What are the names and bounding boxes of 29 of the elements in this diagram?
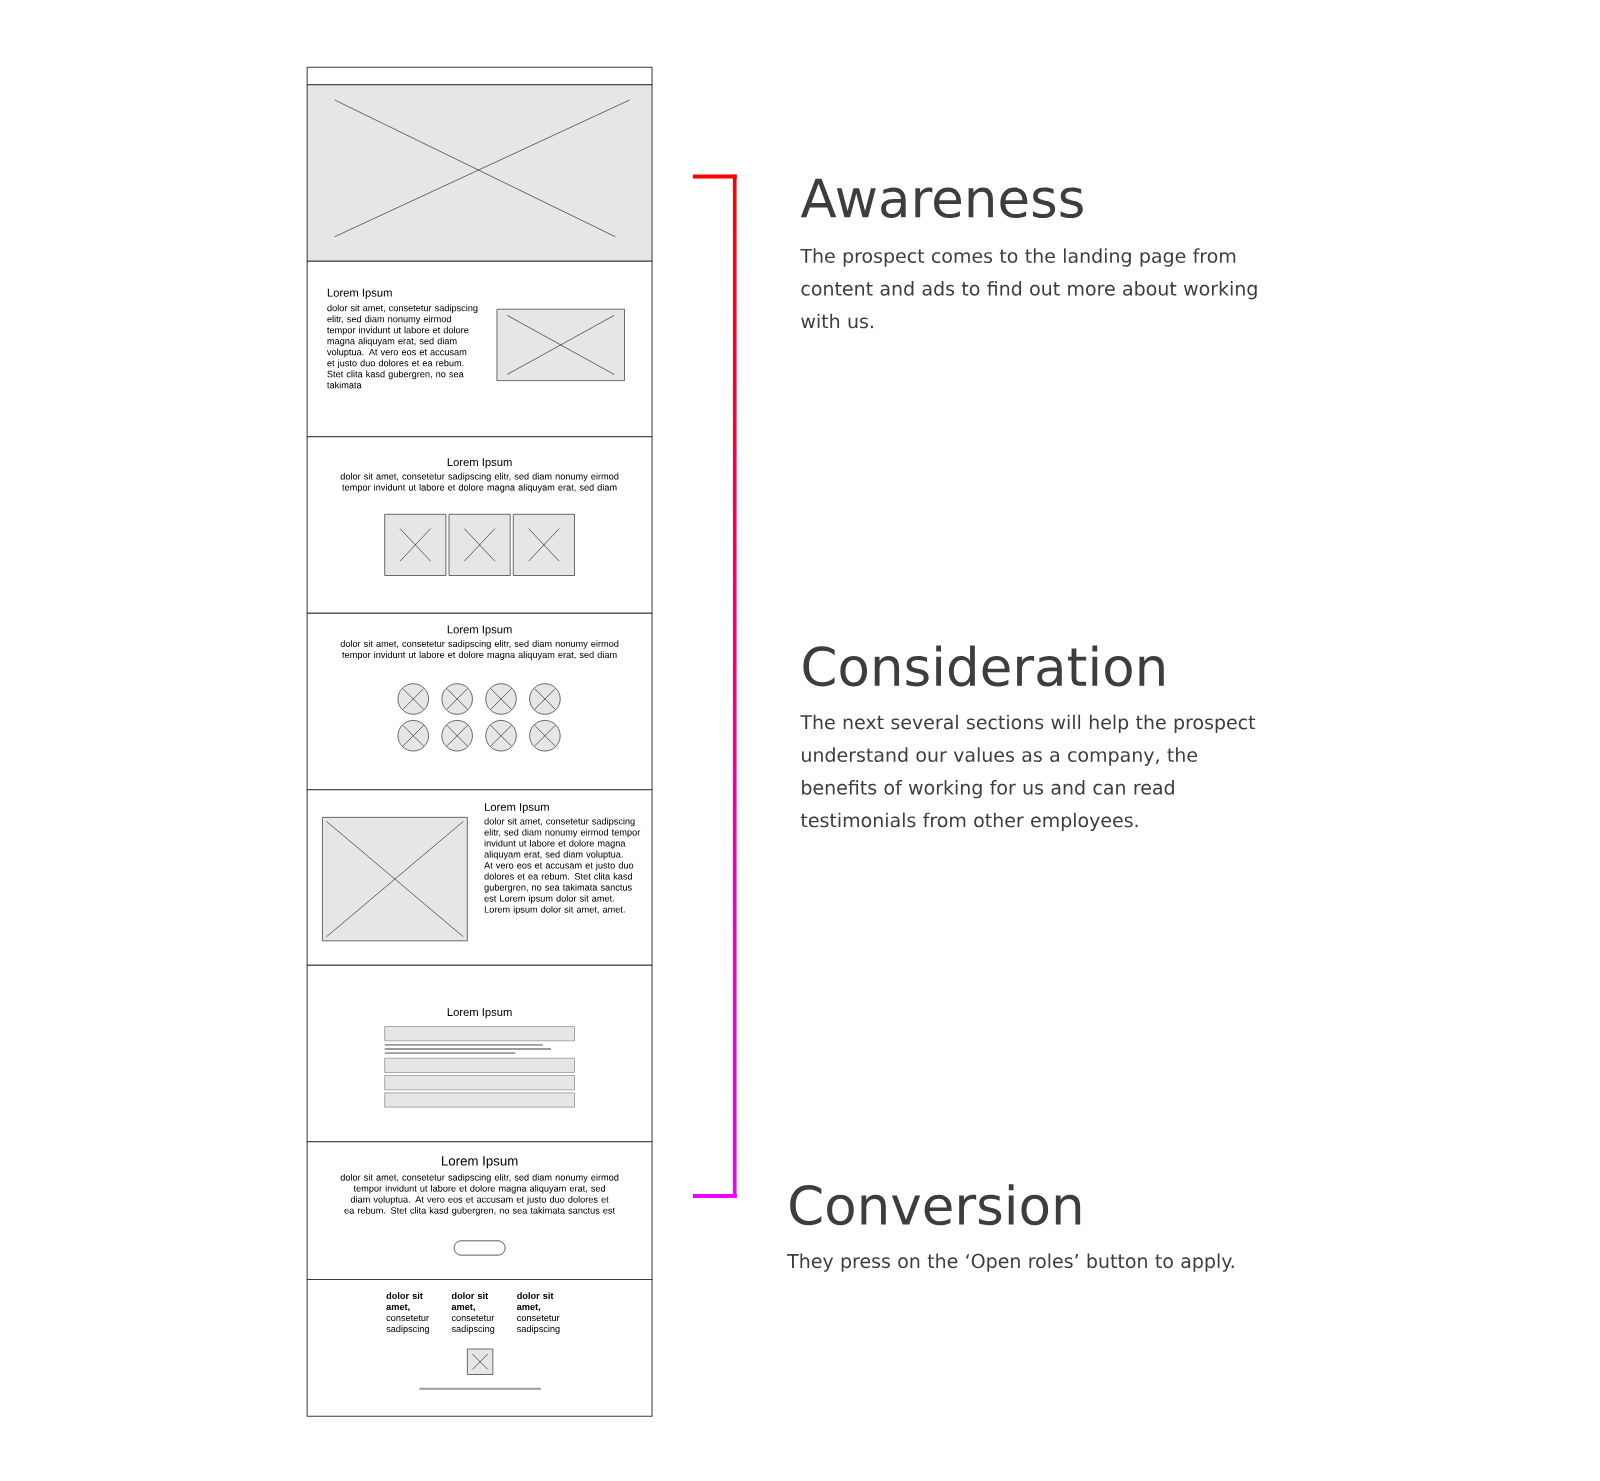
section-panel (306, 612, 653, 791)
stage-description: The prospect comes to the landing page from content and ads to find out more about working with us. (800, 248, 1257, 329)
nav-bar (306, 67, 653, 86)
stage-heading: Consideration (803, 645, 1164, 687)
stage-heading: Awareness (800, 178, 1083, 219)
stage-description: The next several sections will help the prospect understand our values as a company, the benefits of working for us and can read testimonials from other employees. (800, 714, 1256, 832)
section-heading: Lorem Ipsum (447, 1008, 512, 1019)
body-text: dolor sit amet, consetetur sadipscing elitr, sed diam nonumy eirmod tempor invidunt ut labore et dolore magna aliquyam erat, sed diam (340, 473, 619, 493)
section-panel (306, 789, 653, 966)
body-text: dolor sit amet, consetetur sadipscing elitr, sed diam nonumy eirmod tempor invidunt ut labore et dolore magna aliquyam erat, sed diam voluptua. At vero eos et accusam et justo duo dolores et ea rebum. Stet clita kasd gubergren, no sea takimata (327, 304, 478, 389)
footer-text: dolor sit amet, consetetur sadipscing (517, 1292, 560, 1335)
section-heading: Lorem Ipsum (447, 458, 512, 469)
section-panel (306, 436, 653, 614)
section-heading: Lorem Ipsum (485, 803, 549, 814)
body-text: dolor sit amet, consetetur sadipscing elitr, sed diam nonumy eirmod tempor invidunt ut labore et dolore magna aliquyam erat, sed diam voluptua. At vero eos et accusam et justo duo dolores et ea rebum. Stet clita kasd gubergren, no sea takimata sanctus est (340, 1174, 619, 1216)
body-text: dolor sit amet, consetetur sadipscing elitr, sed diam nonumy eirmod tempor invidunt ut labore et dolore magna aliquyam erat, sed diam voluptua. At vero eos et accusam et justo duo dolores et ea rebum. Stet clita kasd gubergren, no sea takimata sanctus est Lorem ipsum dolor sit amet. Lorem ipsum dolor sit amet, amet. (484, 817, 641, 915)
hero-image-placeholder (306, 84, 653, 262)
section-panel (306, 260, 653, 438)
stage-description: They press on the ‘Open roles’ button to apply. (787, 1253, 1234, 1273)
footer-text: dolor sit amet, consetetur sadipscing (386, 1292, 429, 1335)
footer-text: dolor sit amet, consetetur sadipscing (451, 1292, 495, 1335)
section-heading: Lorem Ipsum (442, 1156, 518, 1169)
section-panel (306, 965, 653, 1143)
section-heading: Lorem Ipsum (327, 289, 392, 300)
body-text: dolor sit amet, consetetur sadipscing elitr, sed diam nonumy eirmod tempor invidunt ut labore et dolore magna aliquyam erat, sed diam (340, 640, 619, 660)
section-panel (306, 1141, 653, 1281)
section-heading: Lorem Ipsum (447, 625, 512, 636)
section-panel (306, 1279, 653, 1418)
stage-heading: Conversion (790, 1184, 1081, 1226)
